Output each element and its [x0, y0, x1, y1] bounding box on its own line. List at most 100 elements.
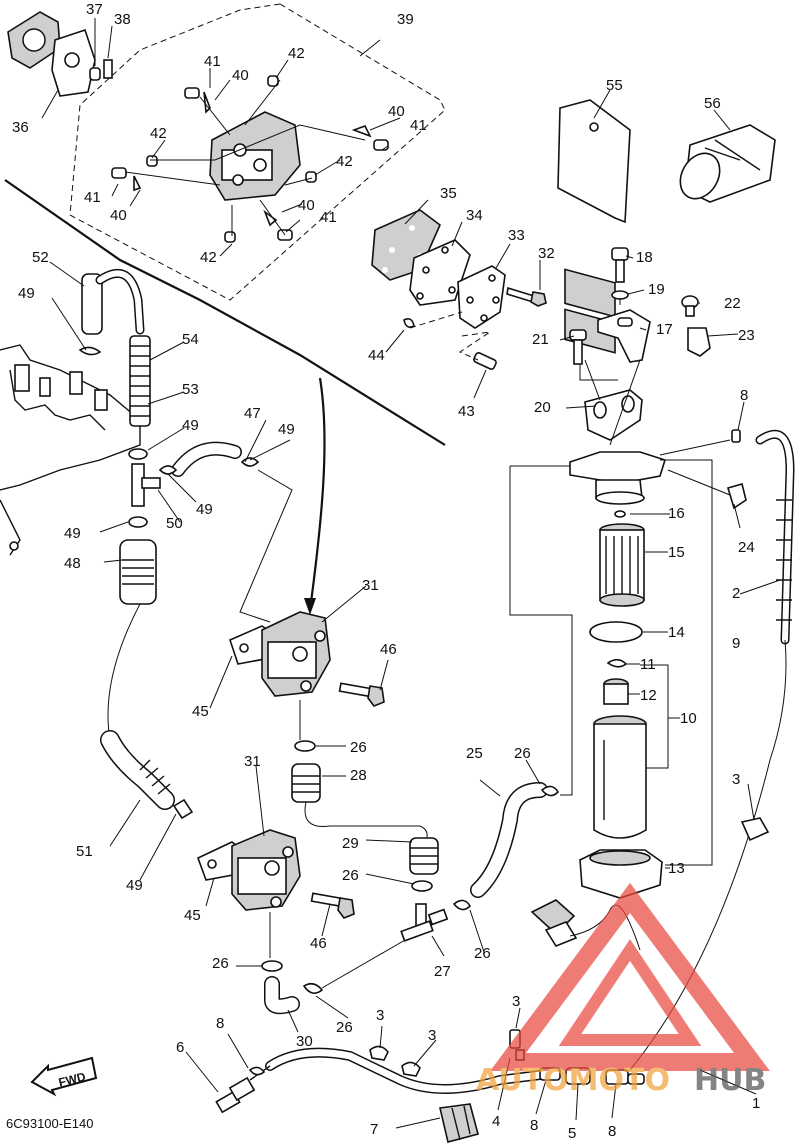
- filter-element-15: [599, 523, 645, 607]
- callout-20: 20: [534, 399, 551, 416]
- callout-31: 31: [244, 753, 261, 770]
- callout-55: 55: [606, 77, 623, 94]
- callout-42: 42: [336, 153, 353, 170]
- callout-27: 27: [434, 963, 451, 980]
- callout-41: 41: [320, 209, 337, 226]
- clip-26c: [261, 960, 283, 972]
- callout-49: 49: [64, 525, 81, 542]
- clip-26f: [540, 785, 560, 797]
- callout-8: 8: [608, 1123, 616, 1140]
- bolt-32: [506, 286, 547, 307]
- clip-8-right: [731, 429, 741, 443]
- clip-3a: [369, 1045, 389, 1061]
- callout-33: 33: [508, 227, 525, 244]
- callout-43: 43: [458, 403, 475, 420]
- fuel-pump-31-lower: [196, 829, 301, 911]
- callout-1: 1: [752, 1095, 760, 1112]
- callout-28: 28: [350, 767, 367, 784]
- callout-26: 26: [342, 867, 359, 884]
- callout-46: 46: [310, 935, 327, 952]
- bolt-21: [569, 329, 587, 365]
- spring-11: [606, 658, 628, 668]
- watermark-text-b: HUB: [694, 1063, 766, 1098]
- callout-26: 26: [474, 945, 491, 962]
- engine-cover-line: [4, 179, 446, 446]
- callout-40: 40: [110, 207, 127, 224]
- screws-41-42: [111, 75, 389, 243]
- callout-12: 12: [640, 687, 657, 704]
- filter-cup-10: [593, 715, 647, 839]
- callout-30: 30: [296, 1033, 313, 1050]
- callout-11: 11: [640, 656, 656, 673]
- clip-26d: [302, 982, 324, 994]
- hose-51: [100, 730, 175, 810]
- callout-17: 17: [656, 321, 673, 338]
- callout-49: 49: [182, 417, 199, 434]
- cup-nut-13: [579, 849, 663, 899]
- clip-53: [128, 448, 148, 460]
- callout-24: 24: [738, 539, 755, 556]
- callout-26: 26: [350, 739, 367, 756]
- fitting-24: [727, 483, 747, 510]
- clip-49d: [128, 516, 148, 528]
- pin-43: [473, 352, 497, 370]
- arrow-to-pump: [308, 377, 326, 611]
- callout-29: 29: [342, 835, 359, 852]
- clip-49f: [172, 798, 194, 820]
- callout-16: 16: [668, 505, 685, 522]
- float-12: [603, 678, 629, 705]
- grommet-23: [687, 327, 711, 357]
- callout-15: 15: [668, 544, 685, 561]
- clip-49a: [78, 346, 102, 356]
- clip-8a: [248, 1066, 266, 1076]
- callout-42: 42: [288, 45, 305, 62]
- hose-28: [291, 763, 321, 803]
- diagram-code: 6C93100-E140: [6, 1116, 93, 1131]
- callout-52: 52: [32, 249, 49, 266]
- hose-48: [119, 539, 157, 605]
- clip-49c: [240, 457, 260, 467]
- clip-26a: [294, 740, 316, 752]
- callout-49: 49: [18, 285, 35, 302]
- clip-3-right: [740, 817, 770, 842]
- callout-42: 42: [200, 249, 217, 266]
- watermark-text-a: AUTOMOTO: [476, 1063, 670, 1098]
- callout-8: 8: [740, 387, 748, 404]
- callout-3: 3: [428, 1027, 436, 1044]
- callout-26: 26: [336, 1019, 353, 1036]
- engine-outline: [0, 344, 141, 556]
- callout-50: 50: [166, 515, 183, 532]
- callout-32: 32: [538, 245, 555, 262]
- hose-52: [81, 268, 145, 335]
- callout-labels: 37 38 39 36 42 41 40 42 40 41 42 41 40 4…: [6, 1, 760, 1142]
- callout-49: 49: [278, 421, 295, 438]
- filter-head-9: [569, 451, 667, 505]
- washer-19: [611, 290, 629, 300]
- oring-16: [614, 510, 626, 518]
- callout-45: 45: [192, 703, 209, 720]
- joint-50: [131, 463, 161, 507]
- assembly-39-boundary: [69, 3, 446, 301]
- callout-46: 46: [380, 641, 397, 658]
- bolt-46-lower: [310, 892, 355, 919]
- callout-25: 25: [466, 745, 483, 762]
- callout-31: 31: [362, 577, 379, 594]
- bracket-17: [597, 309, 651, 363]
- hose-29: [409, 837, 439, 875]
- callout-35: 35: [440, 185, 457, 202]
- engine-stud: [14, 364, 30, 392]
- clip-49b: [158, 465, 178, 475]
- pump-body-39: [209, 111, 301, 201]
- cover-33: [457, 265, 506, 329]
- callout-41: 41: [410, 117, 427, 134]
- callout-37: 37: [86, 1, 103, 18]
- bolt-46-upper: [338, 682, 385, 707]
- oring-14: [589, 621, 643, 643]
- callout-40: 40: [232, 67, 249, 84]
- callout-14: 14: [668, 624, 685, 641]
- callout-4: 4: [492, 1113, 500, 1130]
- callout-13: 13: [668, 860, 685, 877]
- callout-5: 5: [568, 1125, 576, 1142]
- clip-7: [439, 1103, 479, 1143]
- callout-6: 6: [176, 1039, 184, 1056]
